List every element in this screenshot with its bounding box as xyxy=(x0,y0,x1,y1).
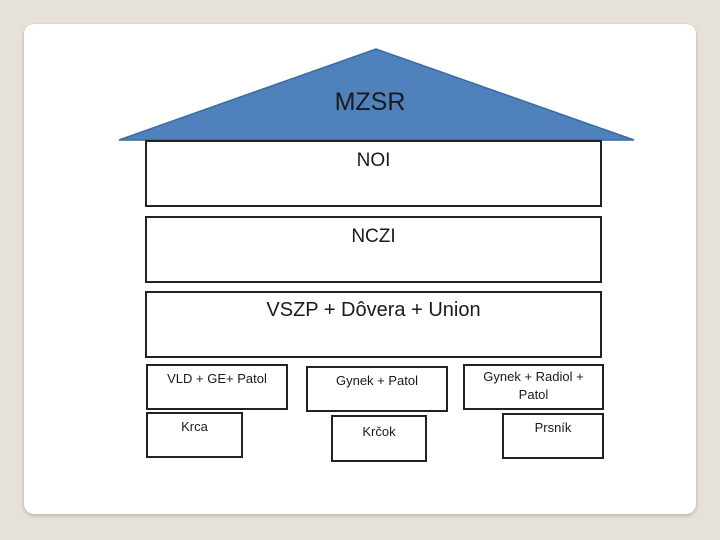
lower-box-krcok: Krčok xyxy=(331,415,427,462)
upper-box-vld: VLD + GE+ Patol xyxy=(146,364,288,410)
floor-nczi: NCZI xyxy=(145,216,602,283)
lower-box-prsnik: Prsník xyxy=(502,413,604,459)
floor-insurers: VSZP + Dôvera + Union xyxy=(145,291,602,358)
roof-label: MZSR xyxy=(334,88,406,116)
lower-box-krca: Krca xyxy=(146,412,243,458)
upper-box-gynek-radiol-label: Gynek + Radiol + Patol xyxy=(483,369,584,402)
upper-box-gynek-patol: Gynek + Patol xyxy=(306,366,448,412)
floor-noi: NOI xyxy=(145,140,602,207)
upper-box-gynek-radiol: Gynek + Radiol + Patol xyxy=(463,364,604,410)
